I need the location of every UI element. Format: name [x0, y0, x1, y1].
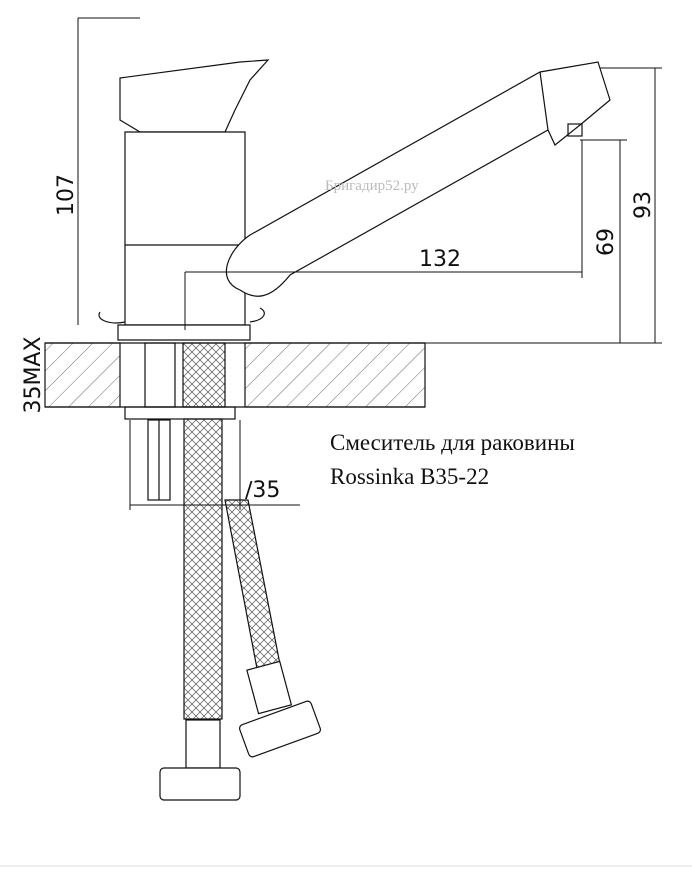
dim-93: 93 [631, 191, 656, 219]
dim-132: 132 [419, 247, 461, 272]
dim-69: 69 [594, 228, 619, 256]
faucet-body [98, 59, 611, 341]
mounting-parts [124, 342, 321, 801]
caption-model: Rossinka B35-22 [330, 464, 489, 489]
dimension-lines [44, 17, 662, 510]
countertop [44, 342, 426, 408]
watermark: Бригадир52.ру [325, 178, 419, 194]
dim-diameter-35: ∕35 [245, 478, 280, 503]
dim-35max: 35MAX [21, 336, 46, 413]
caption-title: Смеситель для раковины [330, 430, 575, 455]
dim-107: 107 [54, 174, 79, 216]
